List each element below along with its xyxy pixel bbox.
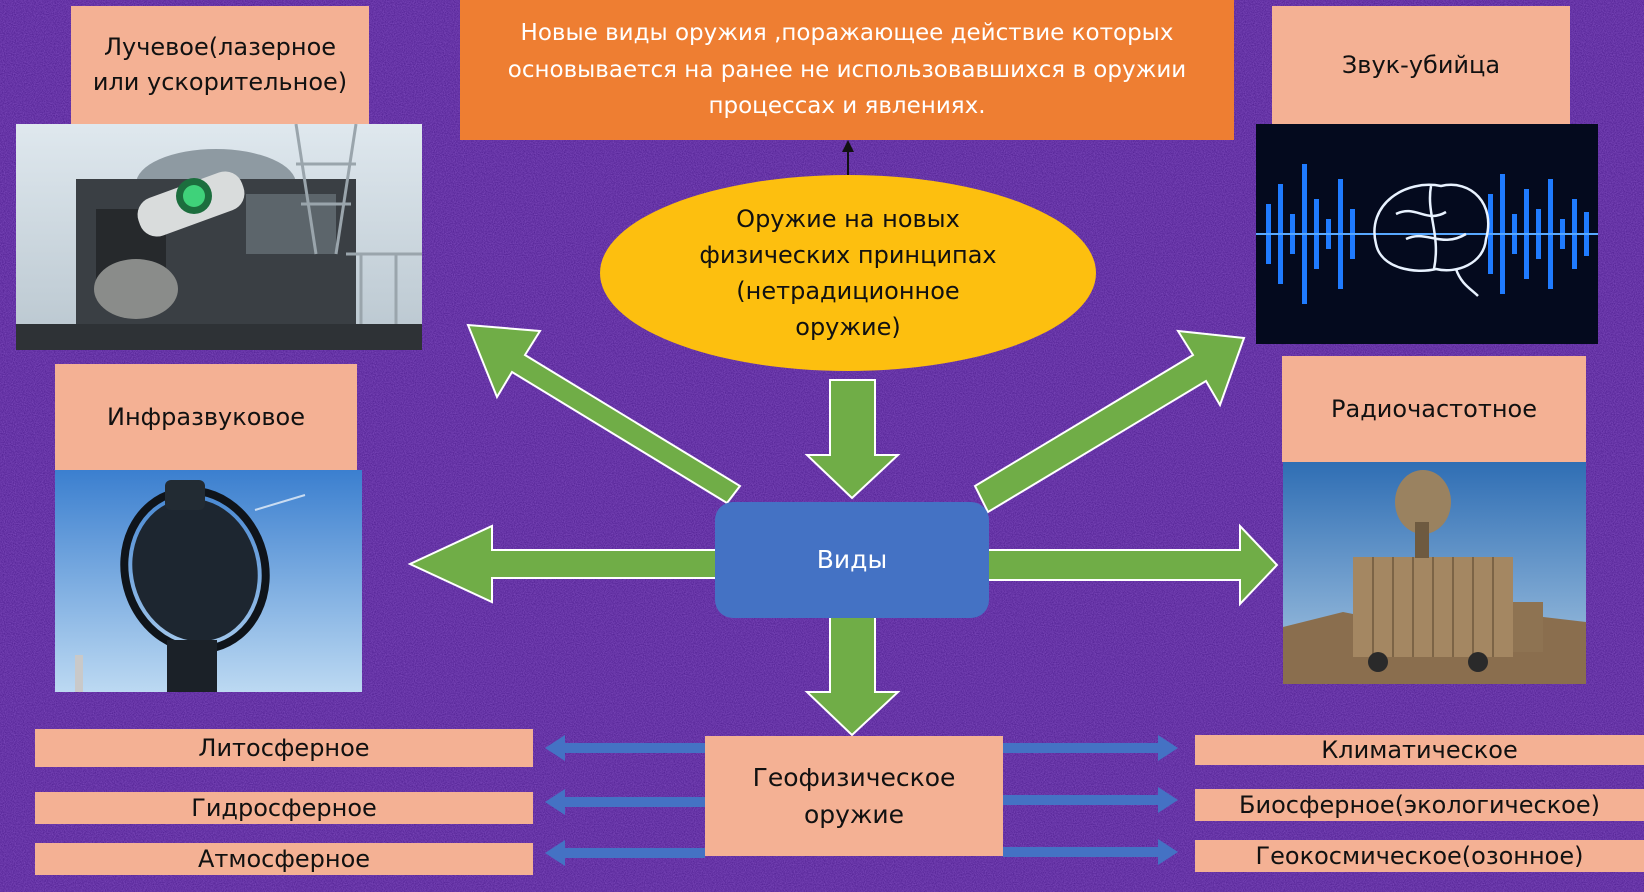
center-text: Оружие на новых физических принципах (не… [699,205,997,341]
arrow-right-to-radio [984,523,1279,607]
acoustic-device-photo [55,470,362,692]
laser-turret-photo [16,124,422,350]
killer-sound-label: Звук-убийца [1341,50,1501,79]
definition-box: Новые виды оружия ,поражающее действие к… [460,0,1234,140]
radio-frequency-label: Радиочастотное [1331,394,1537,423]
arrow-left-hydro [545,789,705,815]
hydrosphere-label: Гидросферное [191,794,377,822]
arrow-left-litho [545,735,705,761]
arrow-left-atmo [545,840,705,866]
killer-sound-label-box: Звук-убийца [1272,6,1570,124]
geocosmic-item: Геокосмическое(озонное) [1195,840,1644,872]
radio-frequency-label-box: Радиочастотное [1282,356,1586,462]
beam-weapon-label: Лучевое(лазерное или ускорительное) [92,33,348,96]
hub-label: Виды [816,544,888,574]
atmosphere-item: Атмосферное [35,843,533,875]
beam-weapon-label-box: Лучевое(лазерное или ускорительное) [71,6,369,124]
center-ellipse: Оружие на новых физических принципах (не… [600,175,1096,371]
biosphere-label: Биосферное(экологическое) [1239,791,1600,819]
hydrosphere-item: Гидросферное [35,792,533,824]
arrow-up-right-to-sound [973,329,1246,514]
climatic-label: Климатическое [1321,736,1518,764]
arrow-down-to-hub [804,379,901,500]
arrow-down-to-geo [804,616,901,737]
hub-box: Виды [715,502,989,618]
definition-text: Новые виды оружия ,поражающее действие к… [507,19,1187,120]
biosphere-item: Биосферное(экологическое) [1195,789,1644,821]
lithosphere-item: Литосферное [35,729,533,767]
arrow-left-to-infrasound [407,524,719,604]
arrow-up-left-to-beam [466,323,742,505]
brain-soundwave-photo [1256,124,1598,344]
radar-truck-photo [1283,462,1586,684]
atmosphere-label: Атмосферное [197,845,371,873]
lithosphere-label: Литосферное [198,734,370,762]
infrasound-label-box: Инфразвуковое [55,364,357,470]
climatic-item: Климатическое [1195,735,1644,765]
arrow-right-geocosmic [1003,839,1178,865]
geophysical-label: Геофизическое оружие [752,762,956,830]
geophysical-box: Геофизическое оружие [705,736,1003,856]
arrow-right-bio [1003,787,1178,813]
geocosmic-label: Геокосмическое(озонное) [1255,842,1584,870]
infrasound-label: Инфразвуковое [107,402,305,431]
arrow-right-climate [1003,735,1178,761]
